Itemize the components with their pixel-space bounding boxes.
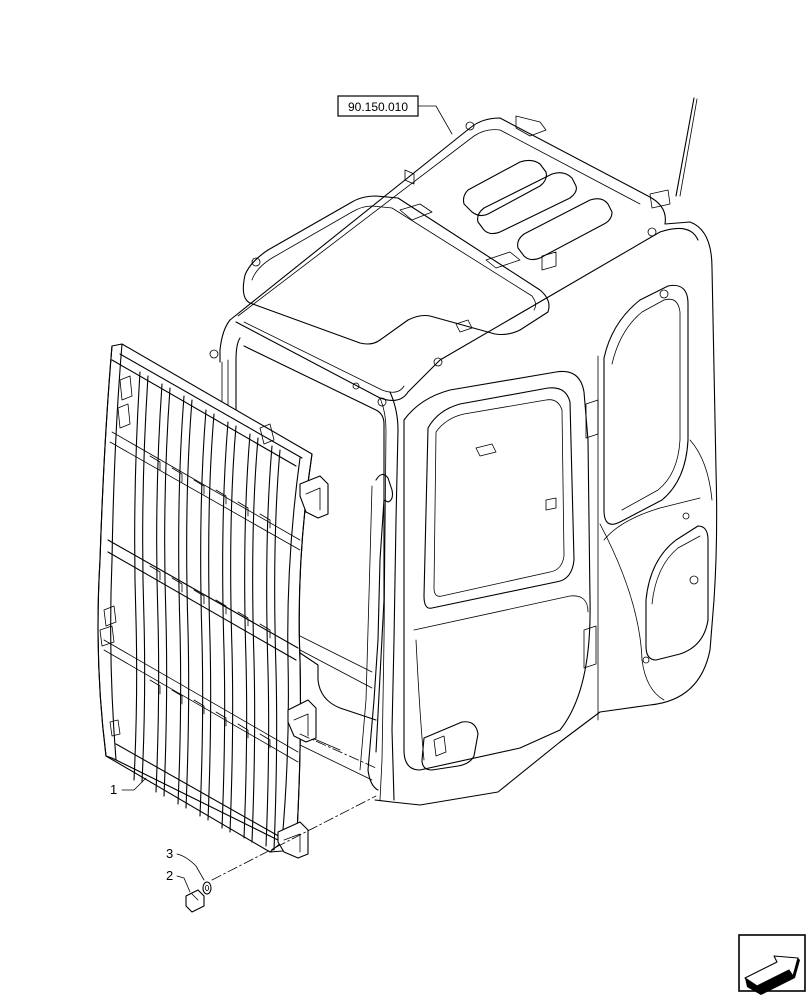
bolt-part xyxy=(185,889,205,913)
reference-box-label[interactable]: 90.150.010 xyxy=(348,100,408,114)
callout-1: 1 xyxy=(110,777,147,797)
callout-number-1: 1 xyxy=(110,782,117,797)
washer-part xyxy=(202,881,212,895)
front-guard-grille xyxy=(97,343,329,859)
cab-assembly xyxy=(209,97,718,806)
next-page-arrow-icon[interactable] xyxy=(738,934,806,995)
callout-number-2: 2 xyxy=(166,868,173,883)
callout-3: 3 xyxy=(166,846,205,881)
assembly-centerline-2 xyxy=(299,733,377,769)
assembly-centerline xyxy=(211,795,377,881)
reference-box[interactable]: 90.150.010 xyxy=(337,95,453,135)
callout-number-3: 3 xyxy=(166,846,173,861)
callout-2: 2 xyxy=(166,868,191,893)
